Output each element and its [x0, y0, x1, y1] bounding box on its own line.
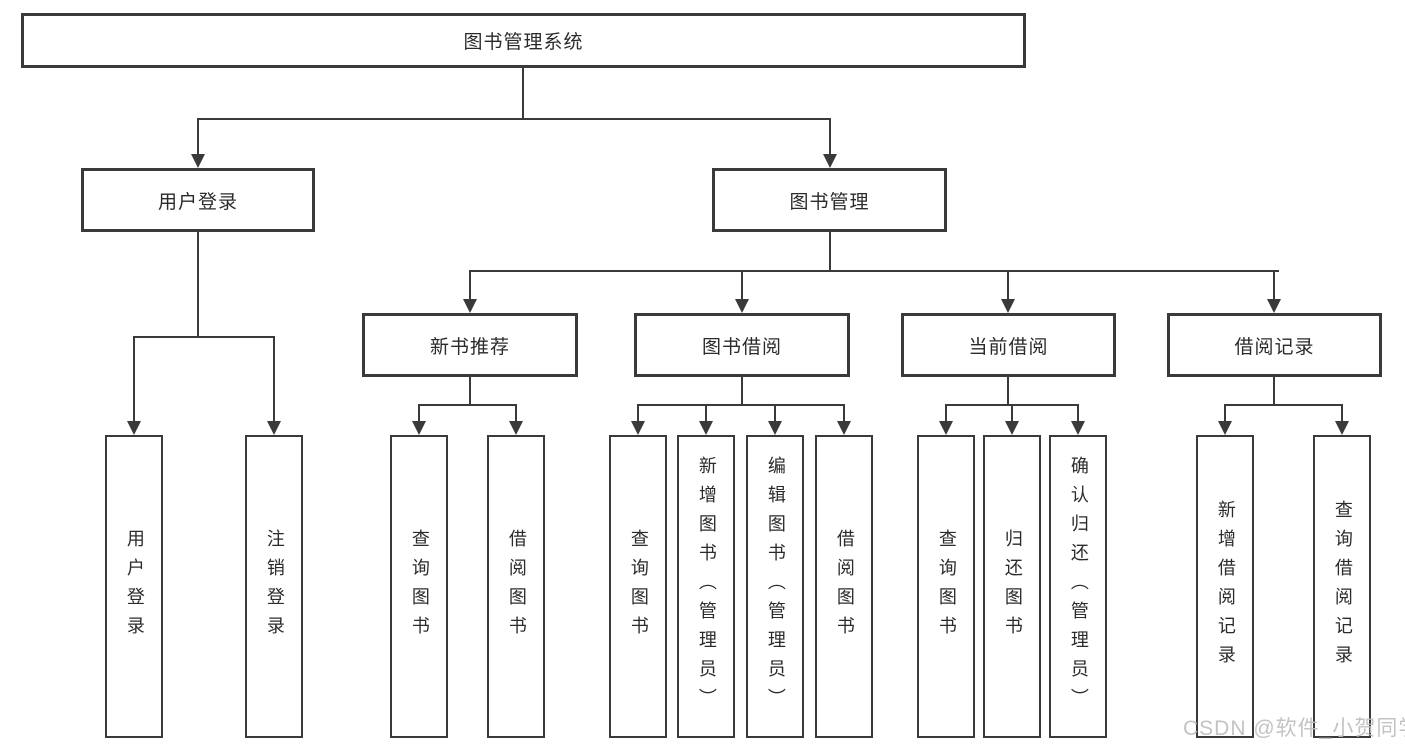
leaf-label: 注销登录: [264, 528, 285, 645]
leaf-label: 新增借阅记录: [1215, 499, 1236, 674]
node-label: 当前借阅: [968, 336, 1049, 358]
connector-line: [515, 404, 517, 423]
leaf-query-books-borrow: 查询图书: [609, 435, 667, 738]
connector-line: [1007, 270, 1009, 301]
leaf-label: 编辑图书（管理员）: [765, 456, 786, 717]
leaf-edit-book-admin: 编辑图书（管理员）: [746, 435, 804, 738]
connector-line: [637, 404, 639, 423]
connector-line: [945, 404, 947, 423]
leaf-label: 确认归还（管理员）: [1068, 456, 1089, 717]
connector-line: [418, 404, 420, 423]
connector-line: [829, 232, 831, 272]
arrow-down-icon: [837, 421, 851, 435]
leaf-label: 查询图书: [409, 528, 430, 645]
connector-line: [1077, 404, 1079, 423]
connector-line: [133, 336, 275, 338]
node-user-login: 用户登录: [81, 168, 315, 232]
connector-line: [197, 118, 199, 156]
arrow-down-icon: [191, 154, 205, 168]
node-label: 图书借阅: [701, 336, 782, 358]
node-borrow-records: 借阅记录: [1167, 313, 1382, 377]
leaf-add-book-admin: 新增图书（管理员）: [677, 435, 735, 738]
leaf-query-books-current: 查询图书: [917, 435, 975, 738]
arrow-down-icon: [631, 421, 645, 435]
leaf-label: 查询图书: [628, 528, 649, 645]
arrow-down-icon: [1001, 299, 1015, 313]
connector-line: [829, 118, 831, 156]
leaf-return-book: 归还图书: [983, 435, 1041, 738]
node-library-system: 图书管理系统: [21, 13, 1026, 68]
leaf-label: 归还图书: [1002, 528, 1023, 645]
arrow-down-icon: [267, 421, 281, 435]
connector-line: [469, 270, 471, 301]
leaf-confirm-return-admin: 确认归还（管理员）: [1049, 435, 1107, 738]
watermark: CSDN @软件_小贺同学: [1183, 717, 1405, 740]
arrow-down-icon: [509, 421, 523, 435]
arrow-down-icon: [1335, 421, 1349, 435]
leaf-borrow-books-recommend: 借阅图书: [487, 435, 545, 738]
arrow-down-icon: [699, 421, 713, 435]
connector-line: [1011, 404, 1013, 423]
connector-line: [1273, 270, 1275, 301]
node-label: 图书管理系统: [463, 32, 584, 53]
leaf-label: 借阅图书: [506, 528, 527, 645]
connector-line: [197, 232, 199, 336]
leaf-label: 新增图书（管理员）: [696, 456, 717, 717]
connector-line: [1007, 377, 1009, 406]
arrow-down-icon: [1267, 299, 1281, 313]
connector-line: [843, 404, 845, 423]
connector-line: [1224, 404, 1226, 423]
connector-line: [1224, 404, 1342, 406]
leaf-add-borrow-record: 新增借阅记录: [1196, 435, 1254, 738]
leaf-label: 查询图书: [936, 528, 957, 645]
node-book-management: 图书管理: [712, 168, 947, 232]
connector-line: [1273, 377, 1275, 406]
leaf-query-books-recommend: 查询图书: [390, 435, 448, 738]
connector-line: [197, 118, 831, 120]
leaf-label: 查询借阅记录: [1332, 499, 1353, 674]
arrow-down-icon: [1005, 421, 1019, 435]
connector-line: [418, 404, 517, 406]
connector-line: [741, 377, 743, 406]
connector-line: [1341, 404, 1343, 423]
leaf-label: 用户登录: [124, 528, 145, 645]
connector-line: [774, 404, 776, 423]
node-label: 借阅记录: [1234, 336, 1315, 358]
arrow-down-icon: [412, 421, 426, 435]
connector-line: [637, 404, 844, 406]
arrow-down-icon: [127, 421, 141, 435]
node-label: 图书管理: [789, 191, 870, 213]
leaf-label: 借阅图书: [834, 528, 855, 645]
leaf-query-borrow-record: 查询借阅记录: [1313, 435, 1371, 738]
arrow-down-icon: [463, 299, 477, 313]
node-current-borrowing: 当前借阅: [901, 313, 1116, 377]
node-new-book-recommend: 新书推荐: [362, 313, 578, 377]
connector-line: [522, 68, 524, 120]
connector-line: [705, 404, 707, 423]
arrow-down-icon: [939, 421, 953, 435]
leaf-user-login: 用户登录: [105, 435, 163, 738]
connector-line: [133, 336, 135, 423]
connector-line: [469, 377, 471, 406]
connector-line: [469, 270, 1279, 272]
connector-line: [741, 270, 743, 301]
arrow-down-icon: [1071, 421, 1085, 435]
leaf-logout: 注销登录: [245, 435, 303, 738]
arrow-down-icon: [735, 299, 749, 313]
node-label: 用户登录: [157, 191, 238, 213]
node-book-borrowing: 图书借阅: [634, 313, 850, 377]
leaf-borrow-books: 借阅图书: [815, 435, 873, 738]
arrow-down-icon: [823, 154, 837, 168]
node-label: 新书推荐: [429, 336, 510, 358]
connector-line: [273, 336, 275, 423]
arrow-down-icon: [768, 421, 782, 435]
arrow-down-icon: [1218, 421, 1232, 435]
